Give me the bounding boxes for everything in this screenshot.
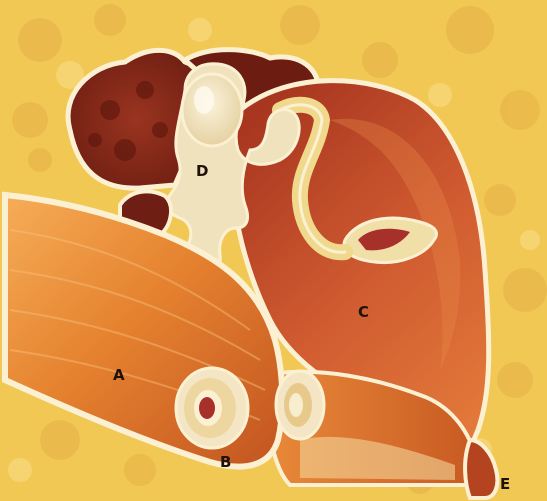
label-b: B: [220, 453, 231, 471]
structure-b: [176, 368, 248, 448]
label-a: A: [113, 366, 125, 384]
tube-ring: [276, 371, 324, 439]
label-c: C: [358, 303, 369, 321]
bulb: [182, 74, 242, 146]
label-d: D: [196, 162, 208, 180]
label-e: E: [500, 475, 510, 493]
bulb-highlight: [194, 86, 214, 114]
